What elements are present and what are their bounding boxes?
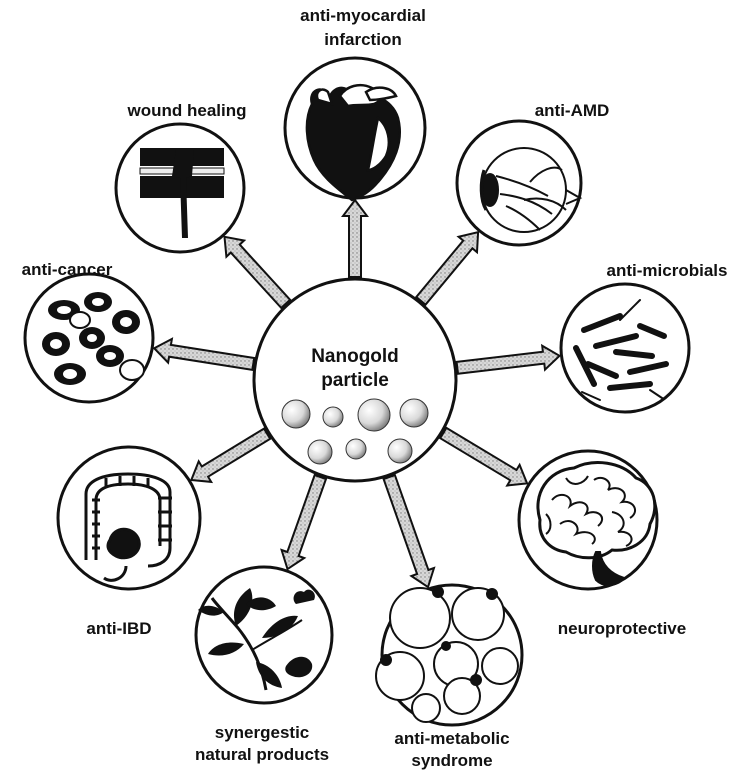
label-anti-ibd: anti-IBD (86, 619, 151, 638)
arrow-to-ibd (191, 429, 270, 482)
label-metabolic-line1: anti-metabolic (394, 729, 509, 748)
arrow-to-wound-healing (225, 237, 291, 308)
label-anti-microbials: anti-microbials (607, 261, 728, 280)
arrow-to-neuroprotective (440, 428, 527, 486)
label-wound-healing: wound healing (127, 101, 247, 120)
arrow-to-natural-products (282, 475, 326, 569)
arrow-to-microbials (457, 346, 560, 374)
label-natural-line2: natural products (195, 745, 329, 764)
label-myocardial-line2: infarction (324, 30, 401, 49)
arrow-to-cancer (154, 339, 254, 370)
label-myocardial-line1: anti-myocardial (300, 6, 426, 25)
arrow-to-myocardial (343, 200, 367, 277)
label-natural-line1: synergestic (215, 723, 310, 742)
label-anti-cancer: anti-cancer (22, 260, 113, 279)
center-label-line1: Nanogold (311, 346, 399, 367)
label-anti-amd: anti-AMD (535, 101, 610, 120)
label-neuroprotective: neuroprotective (558, 619, 686, 638)
label-metabolic-line2: syndrome (411, 751, 492, 770)
arrow-to-metabolic (384, 475, 434, 587)
center-label-line2: particle (321, 370, 389, 391)
arrow-to-amd (416, 232, 478, 305)
